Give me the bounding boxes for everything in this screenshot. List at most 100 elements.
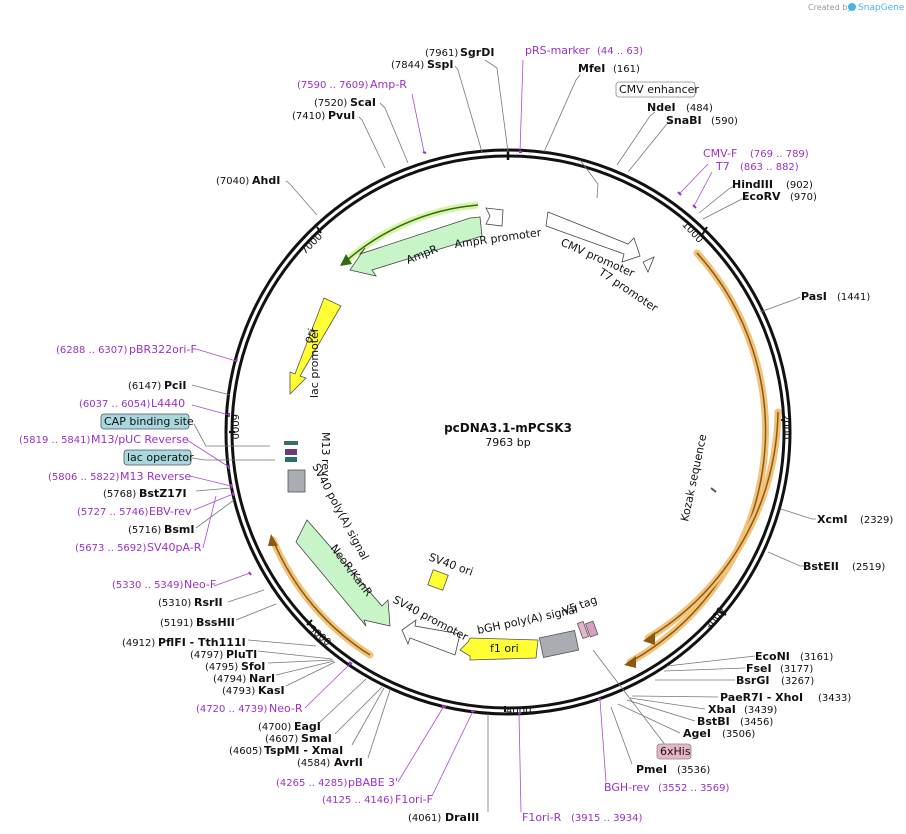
site-pos: (7520)	[314, 98, 347, 109]
site-pos: (4795)	[205, 662, 238, 673]
primer-mark	[597, 698, 602, 701]
leader-xbai	[629, 697, 706, 710]
leader-mfei	[543, 74, 581, 153]
neor-feature	[295, 519, 391, 627]
site-name: PluTI	[226, 648, 257, 661]
snapgene-logo-icon	[848, 3, 856, 11]
leader-his	[592, 649, 667, 747]
primer-range: (769 .. 789)	[750, 149, 809, 160]
leader-scai	[379, 102, 409, 164]
primer-range: (44 .. 63)	[597, 46, 643, 57]
site-name: BstEII	[803, 560, 839, 573]
site-pos: (4797)	[190, 650, 223, 661]
leader-bstbi	[626, 699, 696, 722]
sv40-ori-feature	[427, 569, 449, 591]
primer-name: F1ori-R	[522, 811, 562, 824]
leader-tspmi	[351, 687, 385, 746]
primer-name: pBR322ori-F	[129, 343, 197, 356]
leader-ecorv	[702, 196, 748, 220]
cmv-enhancer-box	[615, 81, 696, 98]
tick-label-5000: 5000	[306, 624, 333, 649]
site-name: SspI	[427, 58, 453, 71]
leader-hindiii	[698, 185, 736, 214]
primer-leaders	[186, 59, 713, 813]
site-name: PasI	[801, 290, 827, 303]
site-name: BsmI	[164, 523, 195, 536]
leader-agei	[617, 703, 681, 734]
lac-operator-label: lac operator	[127, 451, 194, 464]
site-pos: (7410)	[292, 111, 325, 122]
leader-pcii	[191, 384, 231, 396]
insert-arrowhead-2	[643, 632, 655, 645]
leader-xcmi	[780, 508, 816, 520]
tick-label-4000: 4000	[506, 706, 531, 717]
ampr-arc-line	[344, 204, 479, 263]
credit-text: Created by	[808, 3, 852, 12]
cap-site-label: CAP binding site	[104, 415, 194, 428]
m13-rev-label: M13 rev	[319, 432, 332, 477]
primer-mark	[692, 204, 697, 209]
site-name: PmeI	[636, 763, 667, 776]
leader-pflfi	[247, 639, 317, 647]
site-pos: (970)	[790, 192, 817, 203]
leader-pbabe	[397, 705, 445, 783]
leader-nari	[275, 660, 335, 676]
site-name: PciI	[164, 379, 186, 392]
leader-prs-marker	[519, 59, 524, 153]
site-pos: (3267)	[781, 676, 814, 687]
lac-operator-feature	[284, 441, 298, 445]
m13-feature	[285, 449, 297, 455]
leader-bstz17i	[195, 487, 232, 492]
leader-pasi	[759, 296, 801, 313]
primer-mark	[230, 483, 233, 489]
site-name: SnaBI	[666, 114, 702, 127]
site-name: NdeI	[647, 101, 676, 114]
primer-name: pBABE 3'	[348, 776, 398, 789]
site-name: RsrII	[194, 596, 223, 609]
primer-range: (3552 .. 3569)	[658, 783, 730, 794]
site-pos: (3161)	[800, 652, 833, 663]
ori-feature	[289, 297, 342, 395]
leader-sv40pa-r	[202, 495, 217, 549]
leader-kasi	[285, 661, 336, 687]
primer-range: (6288 .. 6307)	[56, 345, 128, 356]
primer-name: Neo-R	[269, 702, 303, 715]
leader-cmv-enhancer	[579, 159, 599, 199]
leader-lac-operator	[191, 457, 275, 461]
site-pos: (5191)	[160, 618, 193, 629]
primer-name: L4440	[151, 397, 185, 410]
insert-arc-1-line	[629, 252, 767, 663]
ampr-feature	[349, 216, 483, 277]
site-name: DraIII	[445, 811, 479, 824]
ori-label: ori	[301, 327, 319, 345]
leader-neo-r	[304, 662, 352, 709]
site-pos: (7040)	[216, 176, 249, 187]
site-pos: (4700)	[258, 722, 291, 733]
leader-l4440	[191, 404, 230, 416]
cap-site-feature	[285, 457, 297, 462]
site-name: EagI	[294, 720, 321, 733]
his-box	[656, 743, 692, 760]
cmv-enhancer-label: CMV enhancer	[619, 83, 699, 96]
site-pos: (5310)	[158, 598, 191, 609]
site-pos: (4584)	[297, 758, 330, 769]
leader-fsei	[663, 667, 746, 672]
leader-ebv-rev	[193, 493, 234, 511]
tick-label-6000: 6000	[229, 414, 240, 439]
f1-ori-label: f1 ori	[490, 642, 519, 655]
leader-bsmi	[195, 499, 235, 529]
site-pos: (2519)	[852, 562, 885, 573]
v5-tag-feature	[576, 620, 590, 640]
leader-ahdi	[285, 180, 318, 216]
tick-label-1000: 1000	[679, 219, 704, 245]
site-name: AgeI	[683, 727, 711, 740]
leader-sspi	[454, 65, 483, 153]
site-name: EcoNI	[755, 650, 790, 663]
leader-cap-site	[193, 423, 270, 447]
primer-range: (4125 .. 4146)	[322, 795, 394, 806]
lac-operator-box	[123, 449, 192, 466]
site-pos: (3177)	[780, 664, 813, 675]
primer-range: (3915 .. 3934)	[571, 813, 643, 824]
